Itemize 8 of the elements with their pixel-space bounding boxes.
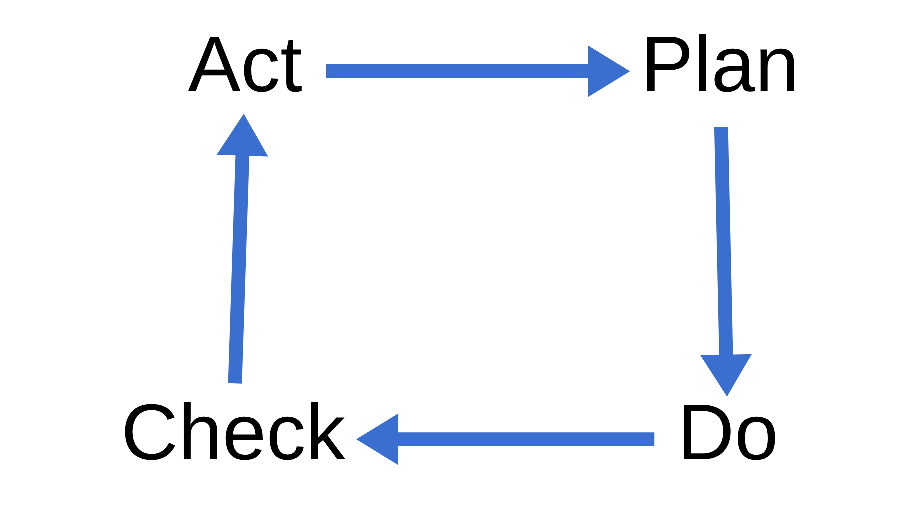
- node-text: Act: [188, 19, 302, 108]
- node-text: Do: [677, 387, 778, 476]
- arrow: [326, 46, 630, 98]
- arrow: [216, 114, 268, 384]
- node-text: Check: [120, 387, 346, 476]
- arrow: [356, 414, 654, 466]
- node-text: Plan: [640, 19, 799, 108]
- arrow: [700, 127, 752, 397]
